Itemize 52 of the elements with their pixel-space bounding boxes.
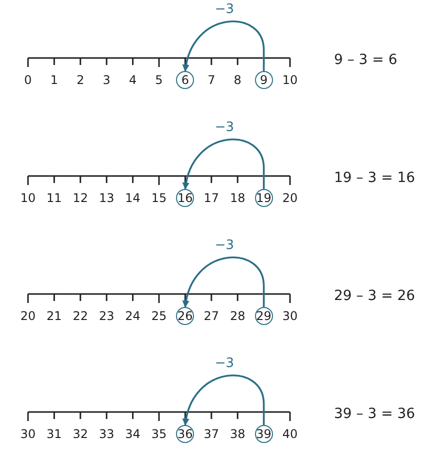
tick-label: 35 [151, 427, 167, 441]
arrow [182, 374, 265, 426]
tick-label: 17 [204, 191, 220, 205]
tick-label: 0 [24, 73, 32, 87]
circled-number: 6 [176, 71, 194, 89]
equation: 29 – 3 = 26 [334, 288, 416, 304]
tick-label: 21 [46, 309, 62, 323]
tick-label: 40 [282, 427, 298, 441]
equation: 39 – 3 = 36 [334, 406, 416, 422]
tick-label: 13 [98, 191, 114, 205]
circled-number: 39 [254, 425, 273, 443]
tick-label: 5 [155, 73, 163, 87]
tick-label: 20 [20, 309, 36, 323]
tick-label: 25 [151, 309, 167, 323]
tick-label: 30 [20, 427, 36, 441]
circled-number: 16 [176, 189, 194, 207]
arrow [182, 256, 265, 308]
tick-label: 11 [46, 191, 62, 205]
tick-label: 32 [72, 427, 88, 441]
tick-label: 7 [208, 73, 216, 87]
tick-label: 10 [20, 191, 36, 205]
circled-number: 9 [254, 71, 273, 89]
equation: 9 – 3 = 6 [334, 52, 398, 68]
tick-label: 23 [98, 309, 114, 323]
equation: 19 – 3 = 16 [334, 170, 416, 186]
circled-number: 29 [254, 307, 273, 325]
arrow [182, 138, 265, 190]
tick-label: 14 [125, 191, 140, 205]
circled-number: 26 [176, 307, 194, 325]
tick-label: 4 [128, 73, 137, 87]
tick-label: 15 [151, 191, 167, 205]
tick-label: 12 [72, 191, 88, 205]
circled-number: 36 [176, 425, 194, 443]
tick-label: 31 [46, 427, 62, 441]
tick-label: 10 [282, 73, 298, 87]
arrow [182, 20, 265, 72]
tick-label: 20 [282, 191, 298, 205]
tick-label: 8 [234, 73, 242, 87]
tick-label: 24 [125, 309, 140, 323]
tick-label: 38 [230, 427, 246, 441]
tick-label: 27 [204, 309, 220, 323]
tick-label: 22 [72, 309, 88, 323]
tick-label: 3 [102, 73, 110, 87]
tick-label: 34 [125, 427, 140, 441]
tick-label: 30 [282, 309, 298, 323]
tick-label: 18 [230, 191, 246, 205]
tick-label: 33 [98, 427, 114, 441]
circled-number: 19 [254, 189, 273, 207]
tick-label: 1 [50, 73, 58, 87]
tick-label: 2 [76, 73, 84, 87]
tick-label: 37 [204, 427, 220, 441]
tick-label: 28 [230, 309, 246, 323]
